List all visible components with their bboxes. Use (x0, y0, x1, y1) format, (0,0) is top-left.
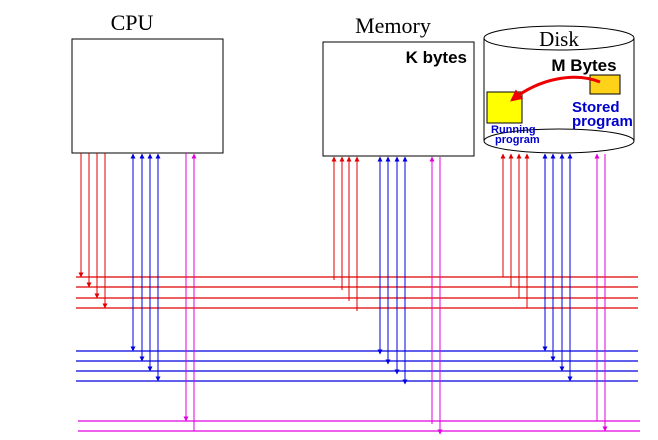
cpu-address-lines (78, 153, 108, 309)
running-program-line-2: program (495, 134, 540, 146)
memory-address-lines (331, 156, 360, 311)
disk-label: Disk (539, 27, 579, 51)
data-bus (76, 350, 638, 382)
stored-program-label: Stored program (572, 99, 633, 130)
memory-capacity: K bytes (406, 48, 467, 67)
load-program-arrow (510, 75, 601, 102)
memory-label: Memory (355, 13, 431, 38)
disk-cylinder (483, 25, 635, 154)
running-program-label: Running program (491, 124, 540, 146)
disk-data-lines (542, 153, 573, 382)
stored-program-line-1: Stored (572, 99, 620, 116)
memory-control-lines (429, 156, 443, 435)
stored-program-box (589, 74, 621, 95)
running-program-line-1: Running (491, 124, 536, 136)
cpu-data-lines (130, 153, 161, 382)
control-bus (78, 420, 640, 432)
disk-control-lines (594, 153, 608, 432)
memory-data-lines (377, 156, 408, 385)
cpu-label: CPU (111, 10, 154, 35)
stored-program-line-2: program (572, 113, 633, 130)
cpu-box (71, 38, 224, 154)
memory-box (322, 41, 475, 157)
disk-address-lines (500, 153, 530, 308)
cpu-control-lines (183, 153, 197, 431)
disk-capacity: M Bytes (551, 56, 616, 75)
